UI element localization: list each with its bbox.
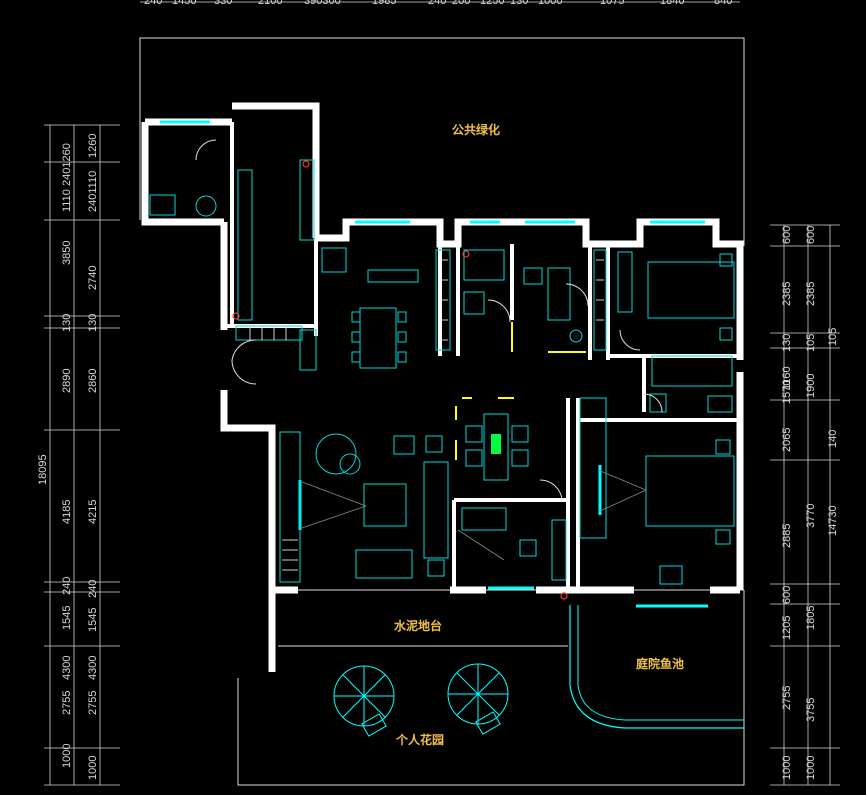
dim-left-inner: 4215: [87, 500, 99, 524]
cabinet-hatching: [249, 259, 604, 571]
dim-top: 240: [428, 0, 446, 7]
interior-walls: [224, 122, 740, 590]
exterior-walls: [141, 102, 744, 672]
dim-right-b: 1805: [805, 606, 817, 630]
dim-left-inner: 2740: [87, 266, 99, 290]
dimension-ticks: [44, 124, 840, 786]
dim-left-outer: 2755: [61, 691, 73, 715]
terrace-outline: [278, 589, 570, 647]
dim-top: 840: [714, 0, 732, 7]
dim-right-a: 2065: [781, 428, 793, 452]
dim-top: 390300: [304, 0, 341, 7]
dim-right-a: 2885: [781, 524, 793, 548]
fish-pond: [569, 605, 744, 729]
dim-left-inner: 1545: [87, 608, 99, 632]
dim-right-b: 105: [827, 328, 839, 346]
dim-top: 1450: [172, 0, 196, 7]
label-public-green: 公共绿化: [452, 122, 500, 137]
dim-left-inner: 240: [87, 580, 99, 598]
left-inner-dimensions: 1000 2755 4300 1545 240 4215 2860 130 27…: [87, 134, 99, 780]
dim-right-total: 14730: [827, 505, 839, 536]
label-private-garden: 个人花园: [395, 732, 444, 747]
dim-right-b: 3770: [805, 504, 817, 528]
dim-left-total: 18095: [37, 454, 49, 485]
dim-right-b: 2385: [805, 282, 817, 306]
dim-left-outer: 2890: [61, 369, 73, 393]
dim-top: 240: [144, 0, 162, 7]
dim-right-b: 600: [805, 226, 817, 244]
door-swings: [195, 139, 663, 501]
label-cement-terrace: 水泥地台: [394, 618, 442, 633]
dim-left-outer: 240: [61, 577, 73, 595]
dim-right-a: 130: [781, 334, 793, 352]
dim-right-a: 600: [781, 586, 793, 604]
dim-top: 1840: [660, 0, 684, 7]
dim-right-b: 3755: [805, 698, 817, 722]
dim-left-outer: 4300: [61, 656, 73, 680]
dim-top: 1075: [600, 0, 624, 7]
dim-right-a: 1205: [781, 616, 793, 640]
dim-right-a: 2385: [781, 282, 793, 306]
dim-top: 200: [452, 0, 470, 7]
dim-left-inner: 4300: [87, 656, 99, 680]
dimension-lines: [49, 1, 831, 785]
windows: [160, 120, 708, 608]
dim-top: 2100: [258, 0, 282, 7]
cross-lines: [301, 469, 647, 561]
dim-left-outer: 3850: [61, 241, 73, 265]
dim-top: 330: [214, 0, 232, 7]
dim-left-outer: 130: [61, 314, 73, 332]
dim-top: 130: [510, 0, 528, 7]
dining-table-highlight: [491, 434, 501, 454]
dim-right-b: 1900: [805, 374, 817, 398]
top-dimensions: 240 1450 330 2100 390300 1985 240 200 12…: [144, 0, 732, 7]
dim-top: 1000: [538, 0, 562, 7]
right-dimensions-b: 600 2385 105 1900 140 3770 1805 3755 100…: [805, 226, 839, 780]
dim-left-outer: 1000: [61, 744, 73, 768]
dim-left-outer: 1545: [61, 606, 73, 630]
dim-top: 1985: [372, 0, 396, 7]
dim-right-a: 1000: [781, 756, 793, 780]
dim-right-a: 1570: [781, 380, 793, 404]
umbrella-icon: [333, 663, 509, 737]
right-dimensions-a: 600 2385 130 1160 1570 2065 2885 600 120…: [781, 226, 793, 780]
dim-right-b: 1000: [805, 756, 817, 780]
dim-left-inner: 130: [87, 314, 99, 332]
dim-right-a: 600: [781, 226, 793, 244]
dim-left-inner: 2755: [87, 691, 99, 715]
dim-left-inner: 1260: [87, 134, 99, 158]
dim-right-b: 105: [805, 334, 817, 352]
dim-right-a: 2755: [781, 686, 793, 710]
dim-left-inner: 2860: [87, 369, 99, 393]
dim-left-outer: 2401260: [61, 143, 73, 186]
door-jambs: [455, 322, 586, 460]
dim-left-outer: 1110: [61, 189, 73, 212]
red-markers: [232, 160, 568, 600]
dim-top: 1250: [480, 0, 504, 7]
dim-left-outer: 4185: [61, 500, 73, 524]
dim-right-a: 1160: [781, 366, 793, 390]
furniture: [149, 159, 735, 585]
left-outer-dimensions: 1000 2755 4300 1545 240 4185 2890 130 38…: [37, 143, 73, 768]
dim-left-inner: 2401110: [87, 171, 99, 212]
dim-left-inner: 1000: [87, 756, 99, 780]
dim-right-b: 140: [827, 430, 839, 448]
label-fish-pond: 庭院鱼池: [636, 656, 684, 671]
